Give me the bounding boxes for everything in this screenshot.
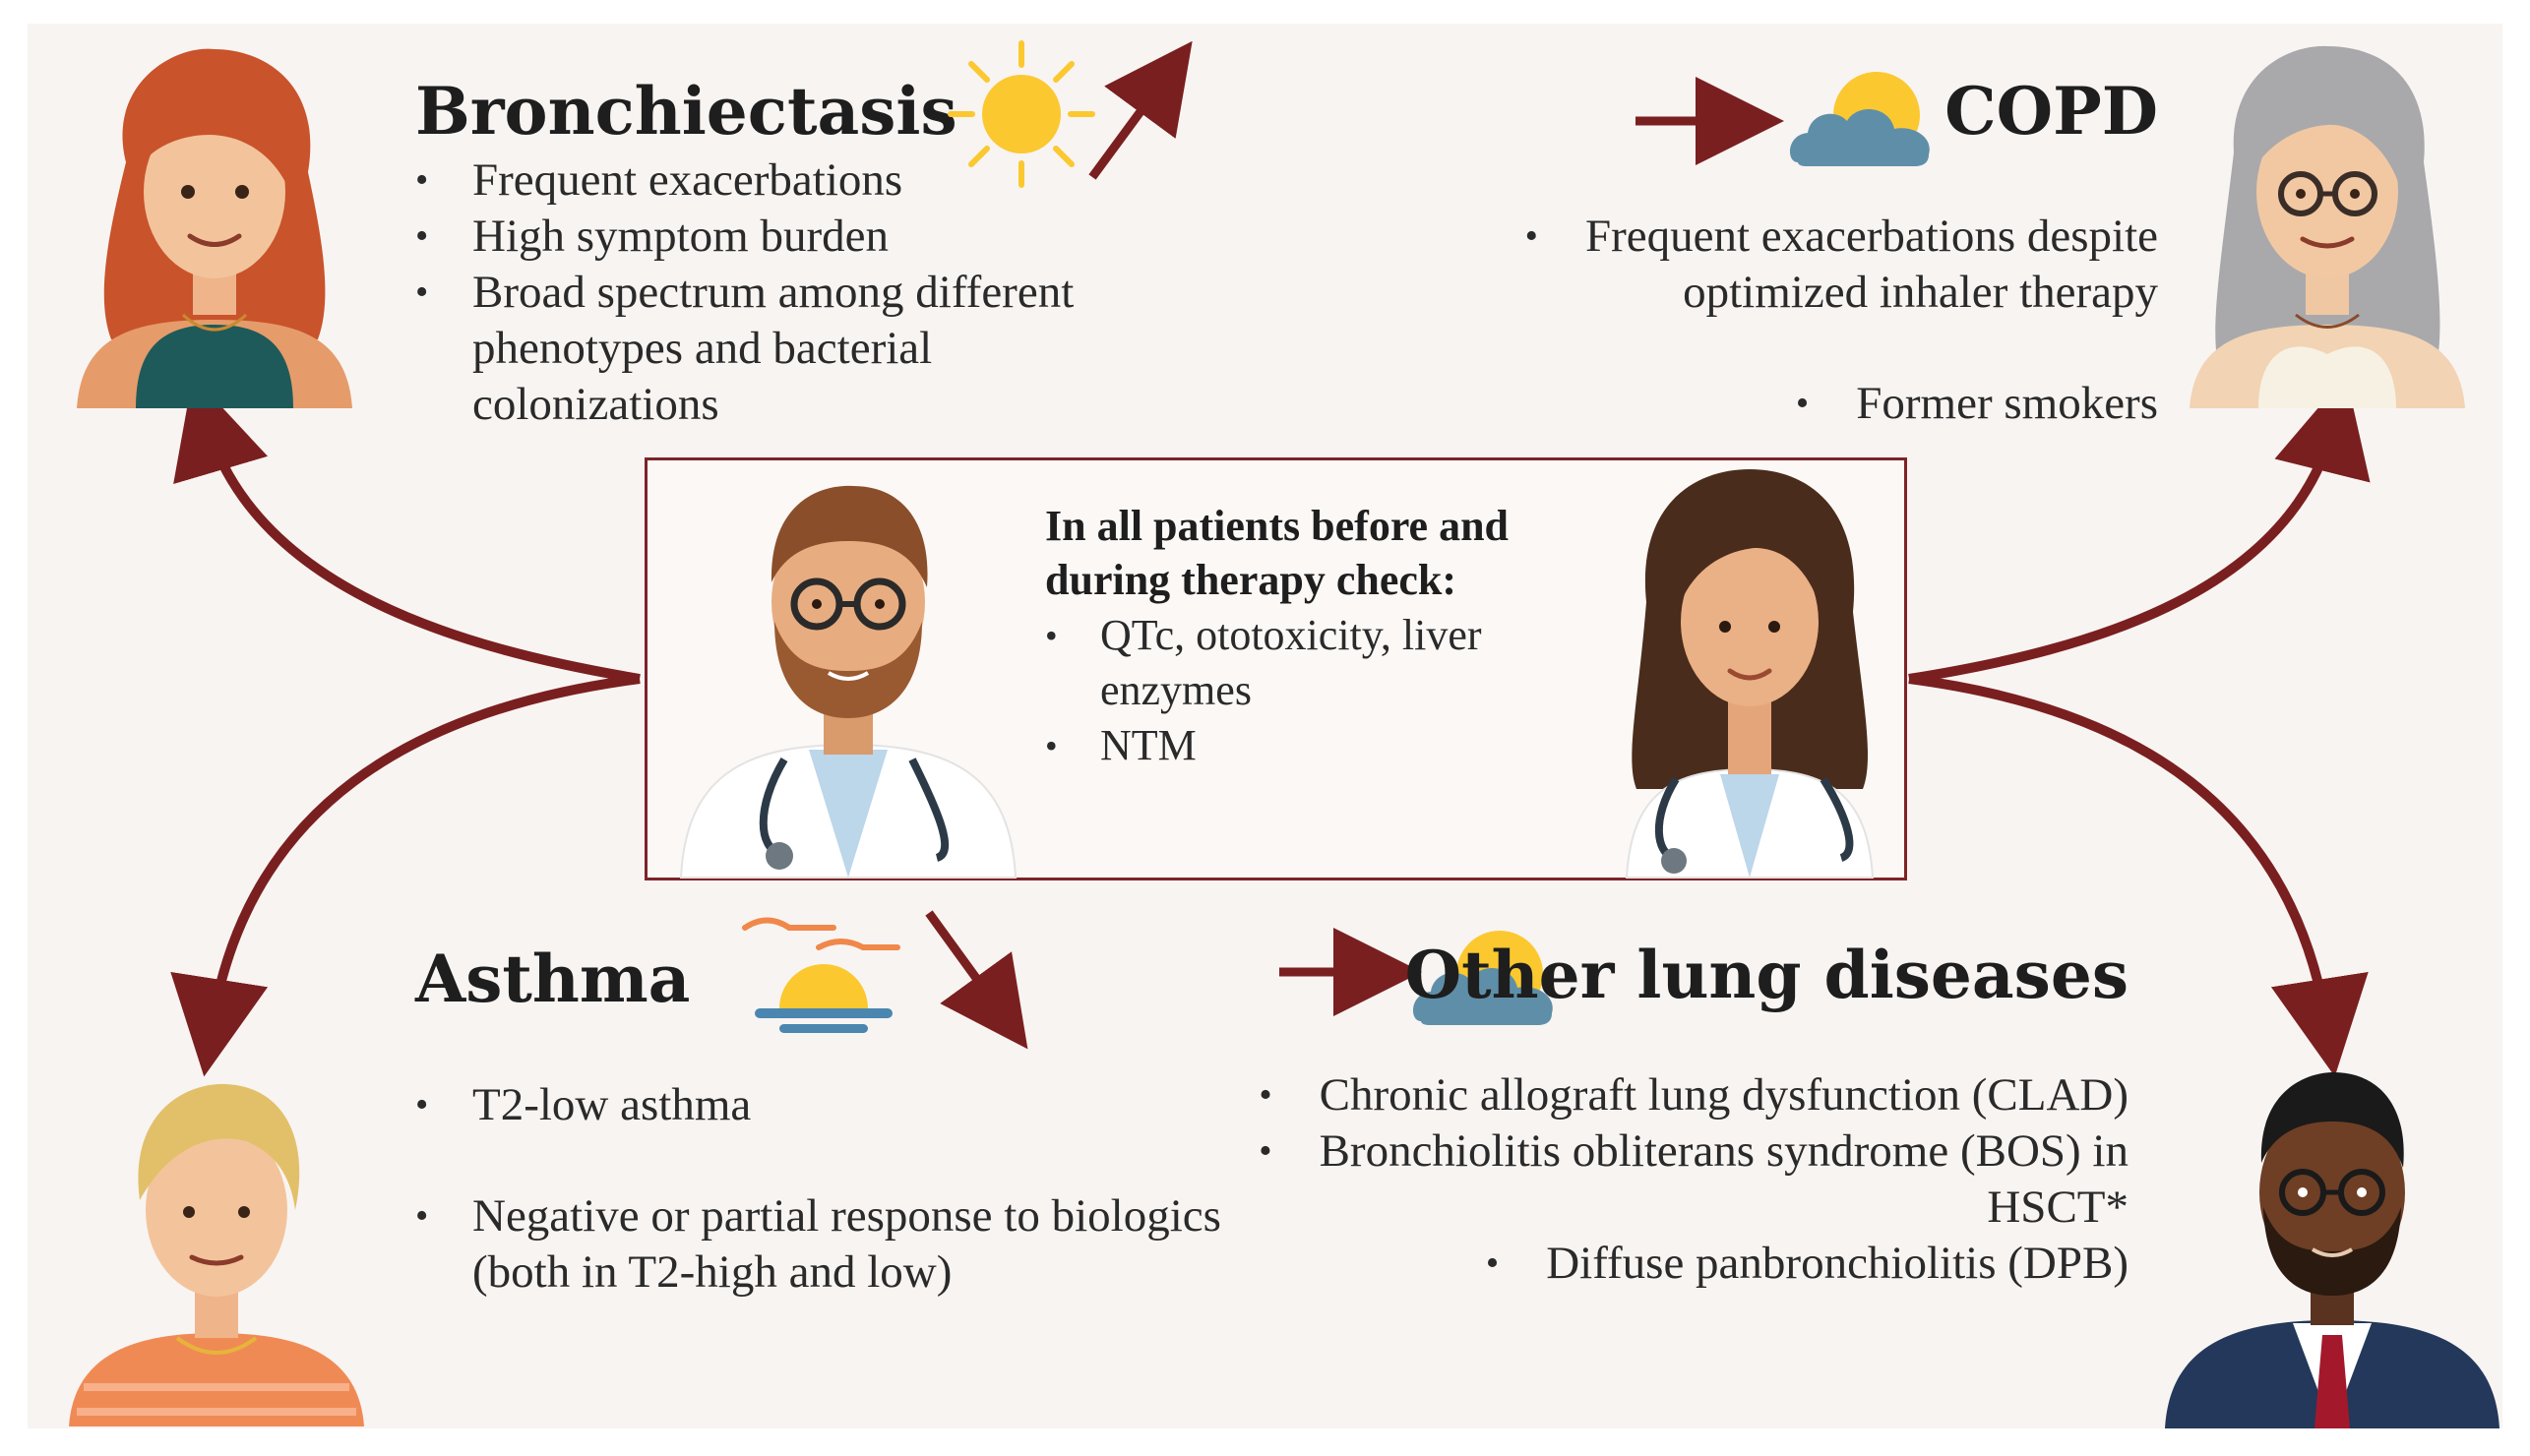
list-item: •Former smokers bbox=[1795, 378, 2158, 429]
arrow-to-bronchiectasis bbox=[173, 376, 641, 684]
other-lung-list: •Chronic allograft lung dysfunction (CLA… bbox=[1243, 1067, 2129, 1292]
avatar-older-woman-glasses bbox=[2190, 45, 2465, 408]
bronchiectasis-title: Bronchiectasis bbox=[415, 73, 957, 150]
sun-behind-cloud-icon bbox=[1412, 931, 1553, 1025]
list-item: Negative or partial response to biologic… bbox=[415, 1188, 1222, 1301]
list-item: Broad spectrum among different phenotype… bbox=[415, 265, 1163, 433]
list-item: QTc, ototoxicity, liver enzymes bbox=[1045, 608, 1596, 718]
list-item: •Diffuse panbronchiolitis (DPB) bbox=[1485, 1238, 2129, 1289]
copd-list: •Frequent exacerbations despite optimize… bbox=[1390, 209, 2158, 432]
arrow-to-other-lung bbox=[1908, 674, 2369, 1077]
other-lung-title: Other lung diseases bbox=[1404, 937, 2129, 1013]
list-item: •Chronic allograft lung dysfunction (CLA… bbox=[1259, 1069, 2129, 1121]
sun-behind-cloud-icon bbox=[1789, 72, 1930, 166]
list-item: Frequent exacerbations bbox=[415, 152, 1163, 209]
avatar-doctor-man bbox=[679, 485, 1018, 879]
sunset-icon bbox=[742, 917, 900, 1033]
list-item: T2-low asthma bbox=[415, 1077, 1222, 1133]
asthma-list: T2-low asthma Negative or partial respon… bbox=[415, 1077, 1222, 1301]
center-check-list: QTc, ototoxicity, liver enzymes NTM bbox=[1045, 608, 1596, 773]
trend-arrow-asthma bbox=[925, 910, 1028, 1050]
list-item: •Bronchiolitis obliterans syndrome (BOS)… bbox=[1259, 1125, 2129, 1233]
bronchiectasis-list: Frequent exacerbations High symptom burd… bbox=[415, 152, 1163, 433]
avatar-woman-red-hair bbox=[77, 48, 352, 408]
avatar-man-suit bbox=[2165, 1072, 2499, 1428]
list-item: High symptom burden bbox=[415, 209, 1163, 265]
avatar-doctor-woman bbox=[1625, 469, 1875, 879]
asthma-title: Asthma bbox=[415, 940, 691, 1017]
avatar-blond-young-person bbox=[69, 1083, 364, 1426]
arrow-to-asthma bbox=[170, 674, 641, 1077]
copd-title: COPD bbox=[1944, 73, 2158, 150]
center-heading: In all patients before and during therap… bbox=[1045, 502, 1510, 604]
list-item: NTM bbox=[1045, 718, 1596, 773]
arrow-to-copd bbox=[1908, 375, 2371, 684]
list-item: •Frequent exacerbations despite optimize… bbox=[1524, 211, 2158, 318]
